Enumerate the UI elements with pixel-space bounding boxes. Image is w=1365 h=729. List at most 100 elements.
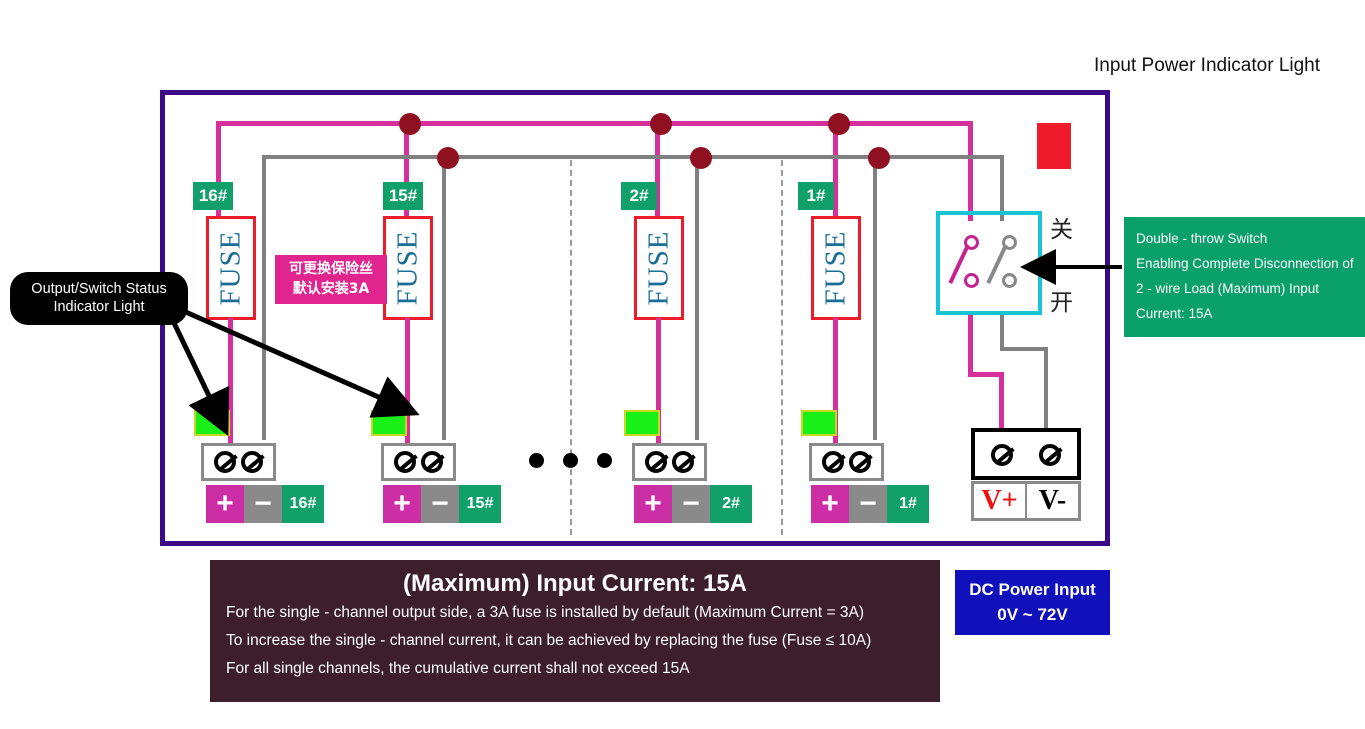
junction-dot xyxy=(828,113,850,135)
callout-line-3: 2 - wire Load (Maximum) Input Current: 1… xyxy=(1136,280,1320,321)
fuse-note-line1: 可更换保险丝 xyxy=(289,261,373,277)
terminal-block-ch1[interactable] xyxy=(809,443,884,481)
negative-symbol: − xyxy=(849,485,887,523)
screw-terminal[interactable] xyxy=(672,451,694,473)
channel-tag-1: 1# xyxy=(798,182,834,210)
junction-dot xyxy=(868,147,890,169)
switch-pole-bottom-positive xyxy=(964,273,979,288)
ellipsis-dot xyxy=(563,453,578,468)
dc-input-line-2: 0V ~ 72V xyxy=(997,604,1068,624)
positive-symbol: + xyxy=(634,485,672,523)
input-power-indicator-label: Input Power Indicator Light xyxy=(1094,55,1321,76)
positive-wire-ch2 xyxy=(656,318,661,453)
screw-terminal[interactable] xyxy=(394,451,416,473)
dc-input-terminal-block[interactable] xyxy=(971,428,1081,480)
fuse-label: FUSE xyxy=(391,230,424,306)
negative-wire-ch15 xyxy=(442,155,446,440)
switch-output-negative-h xyxy=(1000,347,1048,351)
info-line-1: For the single - channel output side, a … xyxy=(226,604,864,621)
switch-on-label: 开 xyxy=(1050,290,1073,316)
switch-output-negative-v xyxy=(1000,315,1004,350)
channel-tag-2: 2# xyxy=(621,182,657,210)
switch-output-positive-h xyxy=(968,372,1004,377)
input-power-led xyxy=(1037,123,1071,169)
polarity-plate-ch16: + − 16# xyxy=(206,485,324,523)
fuse-ch2[interactable]: FUSE xyxy=(634,216,684,320)
junction-dot xyxy=(437,147,459,169)
status-led-ch15 xyxy=(371,410,407,436)
callout-line-2: Indicator Light xyxy=(53,298,145,315)
double-throw-switch[interactable] xyxy=(936,211,1042,315)
screw-terminal-vplus[interactable] xyxy=(991,444,1013,466)
status-led-ch1 xyxy=(801,410,837,436)
channel-number-16: 16# xyxy=(282,485,324,523)
channel-tag-15: 15# xyxy=(383,182,423,210)
dc-polarity-plate: V+ V- xyxy=(971,481,1081,521)
info-title: (Maximum) Input Current: 15A xyxy=(402,570,747,597)
terminal-block-ch2[interactable] xyxy=(632,443,707,481)
info-line-2: To increase the single - channel current… xyxy=(226,632,872,649)
double-throw-switch-callout: Double - throw Switch Enabling Complete … xyxy=(1124,217,1365,337)
terminal-block-ch16[interactable] xyxy=(201,443,276,481)
v-plus-label: V+ xyxy=(974,484,1027,518)
callout-line-1: Output/Switch Status xyxy=(31,281,167,297)
channel-number-15: 15# xyxy=(459,485,501,523)
status-led-ch16 xyxy=(194,410,230,436)
screw-terminal[interactable] xyxy=(822,451,844,473)
channel-number-2: 2# xyxy=(710,485,752,523)
junction-dot xyxy=(690,147,712,169)
v-minus-label: V- xyxy=(1038,485,1067,516)
replaceable-fuse-note: 可更换保险丝 默认安装3A xyxy=(275,255,387,304)
fuse-ch1[interactable]: FUSE xyxy=(811,216,861,320)
switch-pole-bottom-negative xyxy=(1002,273,1017,288)
polarity-plate-ch15: + − 15# xyxy=(383,485,501,523)
screw-terminal[interactable] xyxy=(241,451,263,473)
junction-dot xyxy=(399,113,421,135)
positive-symbol: + xyxy=(383,485,421,523)
screw-terminal[interactable] xyxy=(849,451,871,473)
screw-terminal[interactable] xyxy=(421,451,443,473)
callout-line-2: Enabling Complete Disconnection of xyxy=(1136,255,1354,271)
channel-tag-16: 16# xyxy=(193,182,233,210)
positive-to-vplus xyxy=(999,372,1004,442)
screw-terminal[interactable] xyxy=(214,451,236,473)
positive-bus-drop-ch2 xyxy=(655,121,660,221)
negative-symbol: − xyxy=(421,485,459,523)
ellipsis-dot xyxy=(529,453,544,468)
positive-bus-horizontal xyxy=(216,121,973,126)
negative-symbol: − xyxy=(672,485,710,523)
junction-dot xyxy=(650,113,672,135)
column-separator xyxy=(570,160,572,535)
dc-input-line-1: DC Power Input xyxy=(969,580,1096,599)
fuse-label: FUSE xyxy=(642,230,675,306)
fuse-label: FUSE xyxy=(214,230,247,306)
negative-wire-to-switch xyxy=(1000,155,1004,221)
screw-terminal-vminus[interactable] xyxy=(1039,444,1061,466)
channel-number-1: 1# xyxy=(887,485,929,523)
column-separator xyxy=(781,160,783,535)
negative-wire-ch1 xyxy=(873,155,877,440)
negative-bus-horizontal xyxy=(262,155,1004,159)
fuse-ch16[interactable]: FUSE xyxy=(206,216,256,320)
polarity-plate-ch2: + − 2# xyxy=(634,485,752,523)
negative-wire-ch2 xyxy=(695,155,699,440)
negative-symbol: − xyxy=(244,485,282,523)
positive-symbol: + xyxy=(811,485,849,523)
screw-terminal[interactable] xyxy=(645,451,667,473)
positive-bus-drop-ch16 xyxy=(216,121,221,221)
positive-bus-to-switch xyxy=(968,121,973,221)
fuse-note-line2: 默认安装3A xyxy=(292,281,370,298)
output-switch-status-callout: Output/Switch Status Indicator Light xyxy=(10,272,188,326)
negative-to-vminus xyxy=(1044,347,1048,442)
positive-wire-ch1 xyxy=(833,318,838,453)
positive-bus-drop-ch1 xyxy=(833,121,838,221)
ellipsis-dot xyxy=(597,453,612,468)
negative-wire-ch16 xyxy=(262,155,266,440)
current-specification-box: (Maximum) Input Current: 15A For the sin… xyxy=(210,560,940,702)
fuse-ch15[interactable]: FUSE xyxy=(383,216,433,320)
terminal-block-ch15[interactable] xyxy=(381,443,456,481)
polarity-plate-ch1: + − 1# xyxy=(811,485,929,523)
switch-output-positive-v xyxy=(968,315,973,375)
fuse-label: FUSE xyxy=(819,230,852,306)
status-led-ch2 xyxy=(624,410,660,436)
